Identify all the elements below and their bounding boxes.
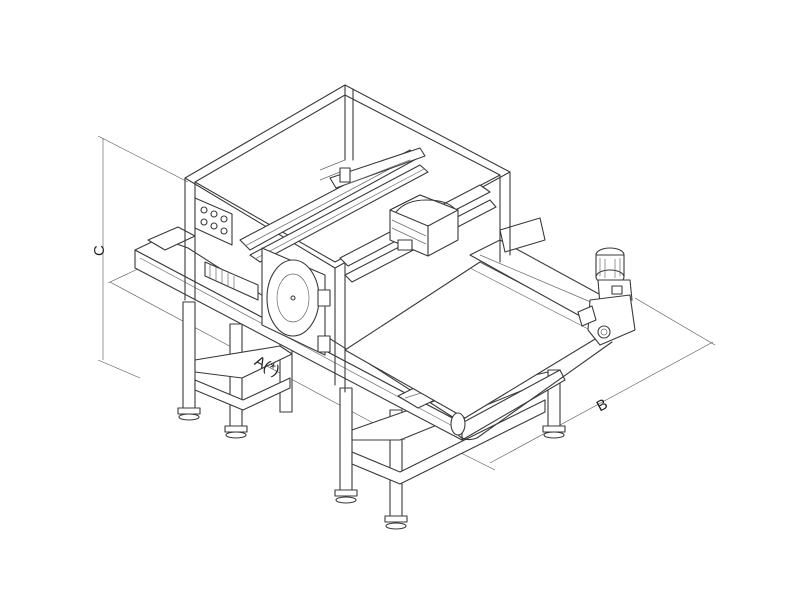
carriage-rail — [329, 147, 426, 189]
drive-side-plate — [261, 247, 331, 356]
dimension-c — [97, 135, 189, 379]
dimension-label-b: B — [594, 396, 611, 416]
print-head-unit — [389, 194, 459, 257]
control-panel — [194, 197, 233, 246]
dimension-label-c: C — [91, 245, 108, 256]
gear-motor — [577, 247, 636, 346]
leg-stand-left — [177, 301, 293, 439]
internal-rack — [204, 261, 259, 301]
